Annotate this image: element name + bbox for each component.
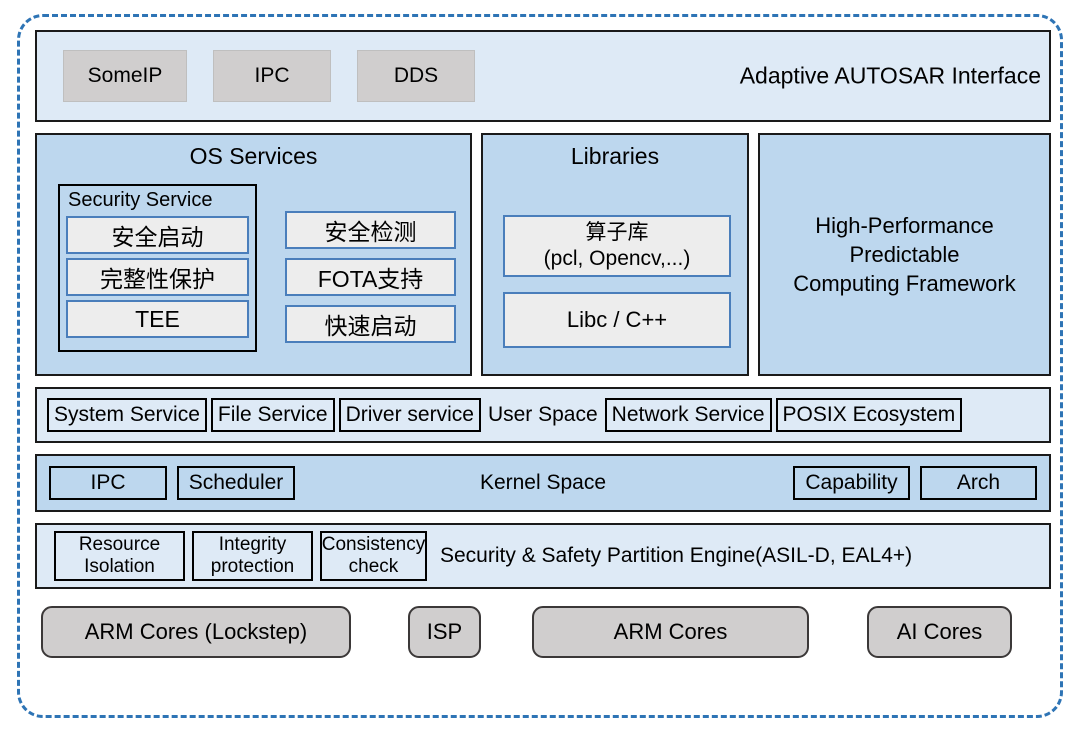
architecture-stack-diagram: SomeIP IPC DDS Adaptive AUTOSAR Interfac… <box>17 14 1063 718</box>
os-item-fast-boot[interactable]: 快速启动 <box>285 305 456 343</box>
services-row: OS Services Security Service 安全启动 完整性保护 … <box>35 133 1051 376</box>
partition-item-consistency-check-line2: check <box>348 556 399 577</box>
security-item-integrity-protection-label: 完整性保护 <box>100 266 215 292</box>
user-space-item-driver-service[interactable]: Driver service <box>338 398 481 432</box>
os-item-security-detection-label: 安全检测 <box>324 219 417 245</box>
kernel-item-scheduler[interactable]: Scheduler <box>177 466 295 500</box>
os-item-fota-support[interactable]: FOTA支持 <box>285 258 456 296</box>
partition-item-consistency-check[interactable]: Consistency check <box>320 531 427 581</box>
hardware-arm-cores-lockstep-label: ARM Cores (Lockstep) <box>84 619 308 644</box>
kernel-item-ipc[interactable]: IPC <box>49 466 167 500</box>
library-item-operator-library-line1: 算子库 <box>585 221 649 245</box>
partition-engine-label: Security & Safety Partition Engine(ASIL-… <box>440 544 913 567</box>
hardware-arm-cores[interactable]: ARM Cores <box>532 606 809 658</box>
user-space-item-network-service[interactable]: Network Service <box>604 398 772 432</box>
security-item-secure-boot-label: 安全启动 <box>111 224 204 250</box>
library-item-libc-cpp[interactable]: Libc / C++ <box>503 292 731 348</box>
framework-line-3: Computing Framework <box>793 271 1016 297</box>
kernel-item-capability-label: Capability <box>805 471 898 494</box>
partition-item-resource-isolation[interactable]: Resource Isolation <box>54 531 185 581</box>
chip-ipc[interactable]: IPC <box>213 50 331 102</box>
hardware-ai-cores-label: AI Cores <box>896 619 983 644</box>
library-item-libc-cpp-label: Libc / C++ <box>566 307 668 332</box>
adaptive-autosar-interface-label: Adaptive AUTOSAR Interface <box>739 62 1041 89</box>
library-item-operator-library[interactable]: 算子库 (pcl, Opencv,...) <box>503 215 731 277</box>
kernel-item-arch-label: Arch <box>956 471 1001 494</box>
high-performance-framework-label: High-Performance Predictable Computing F… <box>781 211 1028 298</box>
security-item-integrity-protection[interactable]: 完整性保护 <box>66 258 249 296</box>
kernel-space-label: Kernel Space <box>479 471 607 494</box>
user-space-layer: System Service File Service Driver servi… <box>35 387 1051 443</box>
user-space-item-system-service[interactable]: System Service <box>47 398 207 432</box>
security-item-secure-boot[interactable]: 安全启动 <box>66 216 249 254</box>
kernel-item-arch[interactable]: Arch <box>920 466 1037 500</box>
kernel-space-right-group: Capability Arch <box>793 466 1037 500</box>
user-space-item-posix-ecosystem-label: POSIX Ecosystem <box>782 403 956 426</box>
chip-someip-label: SomeIP <box>87 64 163 87</box>
os-services-title: OS Services <box>189 143 318 169</box>
kernel-item-capability[interactable]: Capability <box>793 466 910 500</box>
user-space-item-file-service[interactable]: File Service <box>210 398 335 432</box>
partition-item-consistency-check-line1: Consistency <box>321 534 426 556</box>
hardware-ai-cores[interactable]: AI Cores <box>867 606 1012 658</box>
kernel-item-scheduler-label: Scheduler <box>188 471 284 494</box>
user-space-item-system-service-label: System Service <box>54 403 200 426</box>
security-item-tee[interactable]: TEE <box>66 300 249 338</box>
user-space-item-posix-ecosystem[interactable]: POSIX Ecosystem <box>775 398 963 432</box>
partition-item-resource-isolation-line1: Resource <box>78 534 161 556</box>
os-item-fota-support-label: FOTA支持 <box>317 266 424 292</box>
user-space-item-file-service-label: File Service <box>217 403 328 426</box>
framework-line-1: High-Performance <box>815 212 994 238</box>
partition-item-integrity-protection[interactable]: Integrity protection <box>192 531 313 581</box>
user-space-item-driver-service-label: Driver service <box>345 403 474 426</box>
framework-line-2: Predictable <box>849 241 960 267</box>
chip-ipc-label: IPC <box>254 64 290 87</box>
hardware-isp[interactable]: ISP <box>408 606 481 658</box>
libraries-block: Libraries 算子库 (pcl, Opencv,...) Libc / C… <box>481 133 749 376</box>
kernel-space-layer: IPC Scheduler Kernel Space Capability Ar… <box>35 454 1051 512</box>
partition-item-integrity-protection-line1: Integrity <box>218 534 287 556</box>
os-item-security-detection[interactable]: 安全检测 <box>285 211 456 249</box>
adaptive-autosar-interface-layer: SomeIP IPC DDS Adaptive AUTOSAR Interfac… <box>35 30 1051 122</box>
security-service-box: Security Service 安全启动 完整性保护 TEE <box>58 184 257 352</box>
chip-dds[interactable]: DDS <box>357 50 475 102</box>
hardware-layer: ARM Cores (Lockstep) ISP ARM Cores AI Co… <box>35 601 1051 663</box>
library-item-operator-library-line2: (pcl, Opencv,...) <box>543 247 691 270</box>
security-service-title: Security Service <box>68 189 213 211</box>
chip-someip[interactable]: SomeIP <box>63 50 187 102</box>
kernel-space-left-group: IPC Scheduler <box>49 466 295 500</box>
chip-dds-label: DDS <box>393 64 439 87</box>
user-space-label: User Space <box>487 403 598 426</box>
user-space-item-network-service-label: Network Service <box>611 403 765 426</box>
partition-engine-layer: Resource Isolation Integrity protection … <box>35 523 1051 589</box>
high-performance-framework-block: High-Performance Predictable Computing F… <box>758 133 1051 376</box>
libraries-title: Libraries <box>570 143 660 169</box>
partition-item-integrity-protection-line2: protection <box>210 556 295 577</box>
hardware-arm-cores-lockstep[interactable]: ARM Cores (Lockstep) <box>41 606 351 658</box>
os-services-block: OS Services Security Service 安全启动 完整性保护 … <box>35 133 472 376</box>
security-item-tee-label: TEE <box>135 305 180 332</box>
hardware-arm-cores-label: ARM Cores <box>613 619 728 644</box>
partition-item-resource-isolation-line2: Isolation <box>84 556 155 577</box>
kernel-item-ipc-label: IPC <box>90 471 126 494</box>
hardware-isp-label: ISP <box>426 619 463 644</box>
os-item-fast-boot-label: 快速启动 <box>324 313 417 339</box>
